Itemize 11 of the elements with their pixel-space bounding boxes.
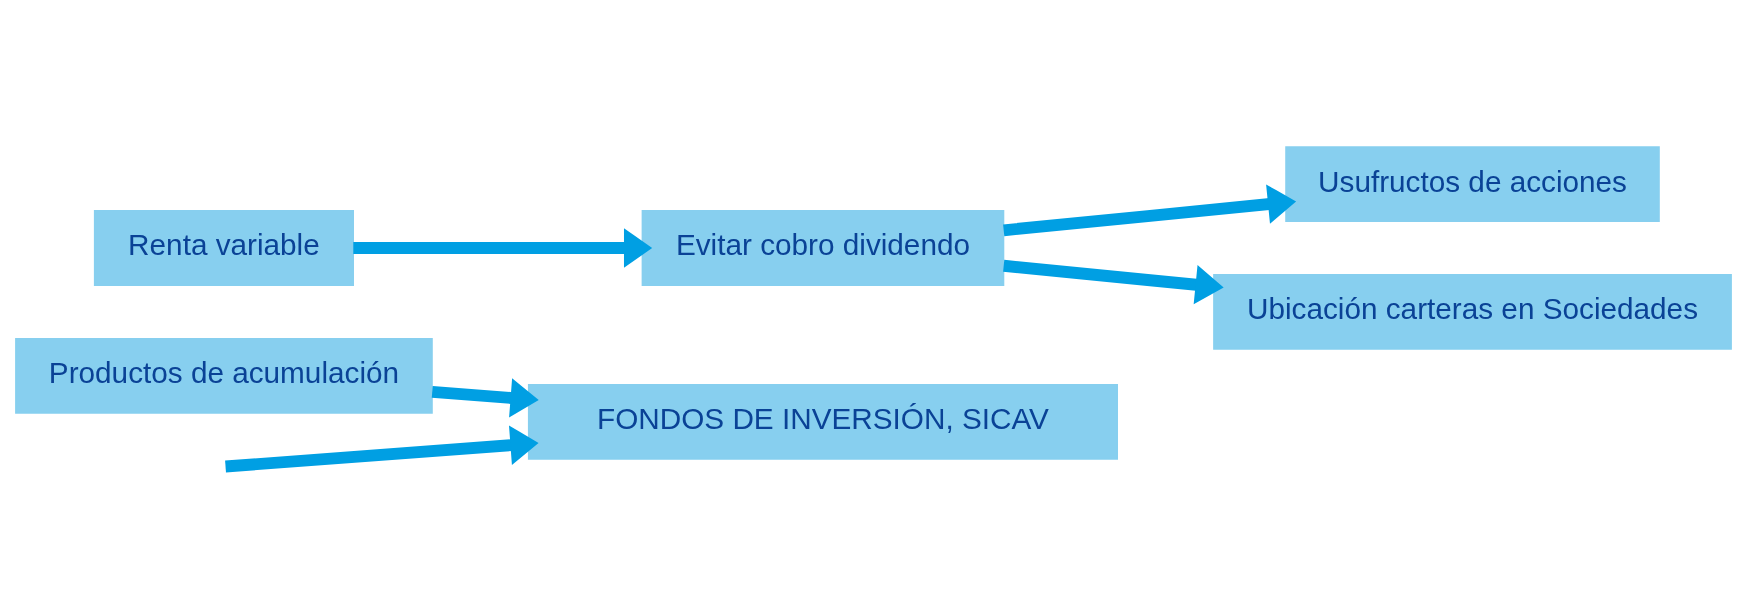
node-box: FONDOS DE INVERSIÓN, SICAV [527,384,1118,460]
arrow [431,378,539,418]
arrow [1003,259,1224,305]
node-box: Productos de acumulación [15,337,433,414]
node-box: Usufructos de acciones [1285,146,1660,222]
node-box: Evitar cobro dividendo [641,210,1005,286]
node-box: Ubicación carteras en Sociedades [1213,274,1732,350]
arrow [1003,184,1297,237]
arrow [225,425,539,473]
arrow [353,228,653,268]
node-box: Renta variable [93,210,354,286]
